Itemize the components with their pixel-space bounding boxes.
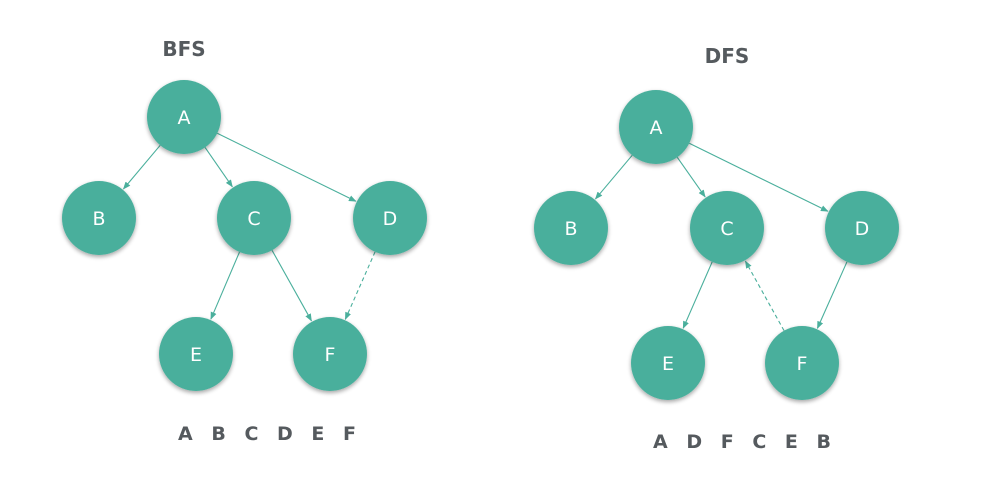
bfs-node-label: C [247,208,260,230]
dfs-node-label: C [720,218,733,240]
bfs-node-circle [293,317,367,391]
bfs-nodes: A B C D E F [62,80,427,391]
bfs-node-circle [353,181,427,255]
dfs-edge-a-d [688,142,829,212]
dfs-title: DFS [705,44,750,68]
bfs-node-d: D [353,181,427,255]
bfs-node-label: D [383,208,398,230]
bfs-node-label: B [92,208,105,230]
dfs-node-f: F [765,326,839,400]
dfs-node-circle [534,191,608,265]
dfs-node-label: F [797,353,808,375]
bfs-edge-a-c [204,147,233,188]
dfs-node-circle [690,191,764,265]
dfs-node-circle [765,326,839,400]
dfs-edge-c-e [682,261,713,329]
dfs-node-a: A [619,90,693,164]
bfs-node-circle [62,181,136,255]
dfs-node-label: A [650,117,663,139]
dfs-edge-d-f [816,261,848,329]
dfs-node-c: C [690,191,764,265]
dfs-node-label: D [855,218,870,240]
bfs-edge-c-e [210,251,240,320]
dfs-edge-f-c [744,260,785,331]
dfs-node-e: E [631,326,705,400]
bfs-node-label: A [178,107,191,129]
dfs-traversal-order: A D F C E B [653,431,837,453]
bfs-edge-a-d [216,132,357,202]
bfs-node-c: C [217,181,291,255]
bfs-node-e: E [159,317,233,391]
dfs-node-d: D [825,191,899,265]
bfs-traversal-order: A B C D E F [178,423,362,445]
dfs-edge-a-c [676,156,706,198]
dfs-node-label: E [662,353,674,375]
dfs-node-circle [631,326,705,400]
dfs-node-label: B [564,218,577,240]
dfs-node-circle [619,90,693,164]
bfs-node-a: A [147,80,221,154]
bfs-diagram: BFS A B C D E F A B C D E F [62,37,427,445]
bfs-edges [122,132,376,322]
bfs-edge-d-f [344,251,376,320]
dfs-diagram: DFS A B C D E F A D F C E B [534,44,899,453]
bfs-node-label: F [325,344,336,366]
dfs-edges [594,142,848,331]
bfs-node-circle [217,181,291,255]
bfs-title: BFS [162,37,205,61]
bfs-node-f: F [293,317,367,391]
bfs-node-circle [147,80,221,154]
bfs-edge-a-b [122,144,161,190]
bfs-node-label: E [190,344,202,366]
dfs-edge-a-b [594,154,633,200]
bfs-edge-c-f [271,250,312,322]
bfs-node-b: B [62,181,136,255]
bfs-node-circle [159,317,233,391]
dfs-node-b: B [534,191,608,265]
dfs-node-circle [825,191,899,265]
dfs-nodes: A B C D E F [534,90,899,400]
